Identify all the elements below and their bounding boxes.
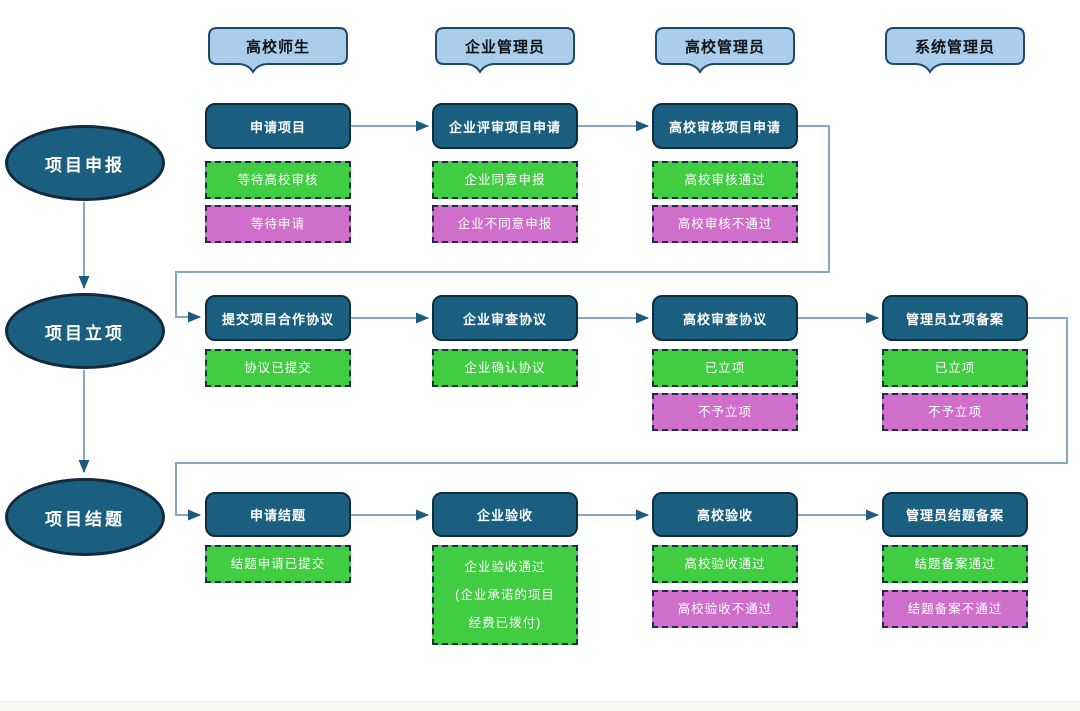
status-box-university-acceptance-failed: 高校验收不通过	[652, 590, 798, 628]
status-box-project-established: 已立项	[652, 349, 798, 387]
phase-ellipse-project-conclusion: 项目结题	[5, 478, 165, 556]
role-header-label: 高校师生	[245, 38, 310, 56]
status-box-university-review-failed: 高校审核不通过	[652, 205, 798, 243]
process-box-apply-conclusion: 申请结题	[205, 492, 351, 537]
process-box-submit-cooperation-agreement: 提交项目合作协议	[205, 295, 351, 341]
status-box-enterprise-confirm-agreement: 企业确认协议	[432, 349, 578, 387]
status-box-university-review-passed: 高校审核通过	[652, 161, 798, 199]
status-box-project-not-established: 不予立项	[652, 393, 798, 431]
banner-shape-icon	[435, 27, 575, 74]
status-box-university-acceptance-passed: 高校验收通过	[652, 545, 798, 583]
process-box-university-review-agreement: 高校审查协议	[652, 295, 798, 341]
role-header-label: 高校管理员	[684, 38, 765, 56]
bottom-page-strip	[0, 701, 1080, 711]
status-box-waiting-application: 等待申请	[205, 205, 351, 243]
process-box-enterprise-review-application: 企业评审项目申请	[432, 103, 578, 149]
role-header-enterprise-admin: 企业管理员	[435, 27, 575, 77]
process-box-university-review-application: 高校审核项目申请	[652, 103, 798, 149]
status-box-established-recorded: 已立项	[882, 349, 1028, 387]
status-box-enterprise-agree: 企业同意申报	[432, 161, 578, 199]
phase-ellipse-project-approval: 项目立项	[5, 293, 165, 369]
status-box-not-established-recorded: 不予立项	[882, 393, 1028, 431]
role-header-university-admin: 高校管理员	[655, 27, 795, 77]
phase-ellipse-project-application: 项目申报	[5, 125, 165, 201]
process-box-admin-establishment-record: 管理员立项备案	[882, 295, 1028, 341]
banner-shape-icon	[208, 27, 348, 74]
status-box-conclusion-record-passed: 结题备案通过	[882, 545, 1028, 583]
process-box-admin-conclusion-record: 管理员结题备案	[882, 492, 1028, 537]
status-box-conclusion-record-failed: 结题备案不通过	[882, 590, 1028, 628]
process-box-apply-project: 申请项目	[205, 103, 351, 149]
process-box-enterprise-acceptance: 企业验收	[432, 492, 578, 537]
banner-shape-icon	[885, 27, 1025, 74]
role-header-university-staff: 高校师生	[208, 27, 348, 77]
role-header-system-admin: 系统管理员	[885, 27, 1025, 77]
status-box-enterprise-disagree: 企业不同意申报	[432, 205, 578, 243]
status-box-enterprise-acceptance-passed: 企业验收通过 (企业承诺的项目 经费已拨付)	[432, 545, 578, 645]
role-header-label: 企业管理员	[464, 38, 545, 56]
status-box-waiting-university-review: 等待高校审核	[205, 161, 351, 199]
role-header-label: 系统管理员	[914, 38, 995, 56]
status-box-conclusion-application-submitted: 结题申请已提交	[205, 545, 351, 583]
process-box-university-acceptance: 高校验收	[652, 492, 798, 537]
process-box-enterprise-review-agreement: 企业审查协议	[432, 295, 578, 341]
banner-shape-icon	[655, 27, 795, 74]
status-box-agreement-submitted: 协议已提交	[205, 349, 351, 387]
